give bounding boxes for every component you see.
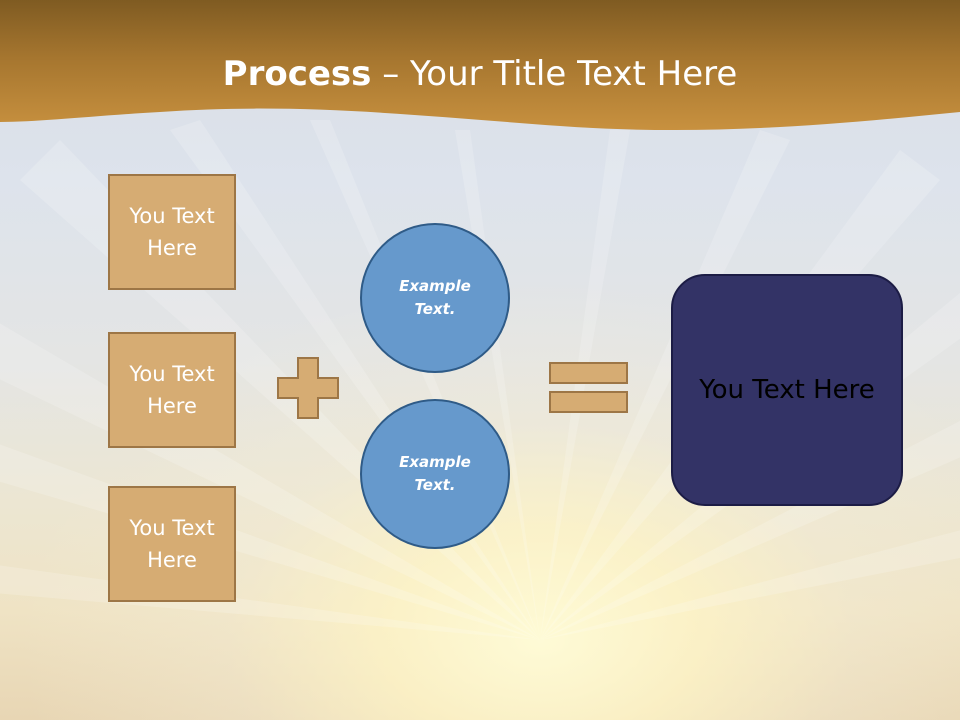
result-box: You Text Here bbox=[671, 274, 903, 506]
input-box-2: You Text Here bbox=[108, 332, 236, 448]
input-box-1-label: You Text Here bbox=[129, 204, 215, 260]
title-separator: – bbox=[371, 54, 411, 94]
equals-icon bbox=[549, 362, 628, 413]
input-box-3: You Text Here bbox=[108, 486, 236, 602]
example-circle-1: Example Text. bbox=[360, 223, 510, 373]
input-box-1: You Text Here bbox=[108, 174, 236, 290]
title-rest-text: Your Title Text Here bbox=[410, 54, 738, 94]
result-box-label: You Text Here bbox=[699, 375, 875, 405]
plus-icon bbox=[277, 357, 339, 419]
example-circle-2: Example Text. bbox=[360, 399, 510, 549]
input-box-2-label: You Text Here bbox=[129, 362, 215, 418]
slide-title: Process – Your Title Text Here bbox=[0, 50, 960, 98]
example-circle-2-label: Example Text. bbox=[399, 453, 471, 494]
title-bold-text: Process bbox=[222, 54, 372, 94]
input-box-3-label: You Text Here bbox=[129, 516, 215, 572]
example-circle-1-label: Example Text. bbox=[399, 277, 471, 318]
title-banner bbox=[0, 0, 960, 131]
